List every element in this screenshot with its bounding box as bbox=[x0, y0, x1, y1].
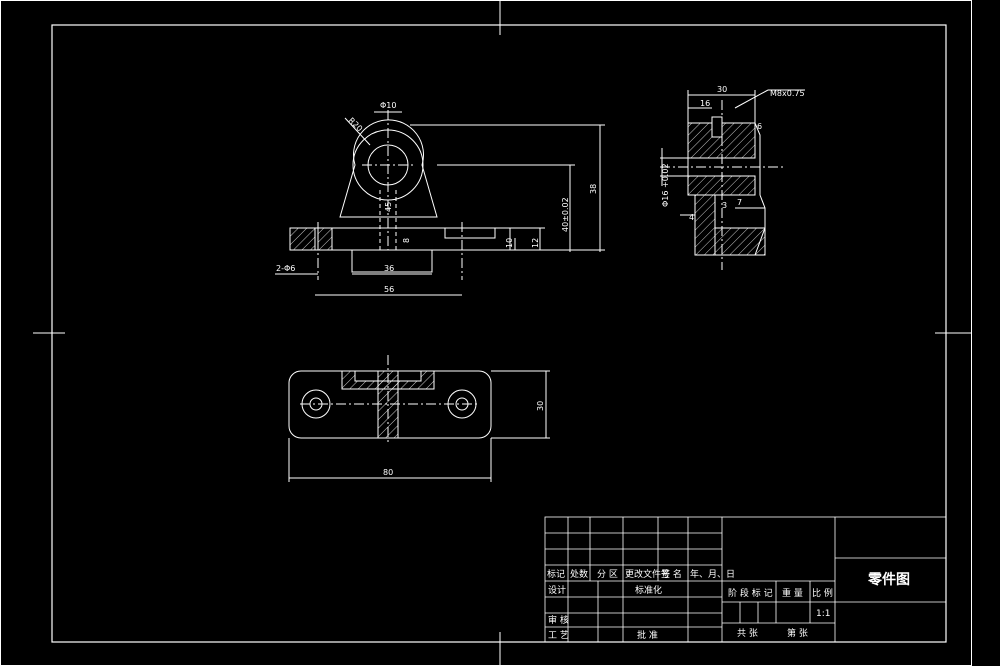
tb-count: 处数 bbox=[570, 568, 588, 580]
dim-small-7: 7 bbox=[737, 198, 742, 207]
dim-base-12: 12 bbox=[531, 238, 540, 248]
title-block-labels: 标记 处数 分 区 更改文件号 签 名 年、月、日 设计 标准化 审 核 工 艺… bbox=[547, 568, 910, 641]
dim-hole-spacing: 56 bbox=[384, 285, 394, 294]
dim-dia-hole: Φ10 bbox=[380, 101, 396, 110]
dim-width-30: 30 bbox=[717, 85, 727, 94]
tb-mark: 标记 bbox=[547, 568, 565, 580]
dim-center-height: 40±0.02 bbox=[561, 197, 570, 232]
top-view bbox=[288, 355, 550, 482]
tb-date: 年、月、日 bbox=[690, 568, 735, 580]
dim-length-80: 80 bbox=[383, 468, 393, 477]
tb-approve: 批 准 bbox=[637, 629, 658, 641]
tb-weight: 重 量 bbox=[782, 587, 803, 599]
dim-small-4: 4 bbox=[689, 213, 694, 222]
tb-total-sheets: 共 张 bbox=[737, 628, 758, 639]
top-view-labels: 30 80 bbox=[383, 401, 545, 477]
front-view bbox=[275, 110, 605, 296]
mount-hole-left-outer bbox=[301, 389, 331, 419]
dim-height-total: 38 bbox=[589, 184, 598, 194]
dim-slot-width: 36 bbox=[384, 264, 394, 273]
tb-review: 审 核 bbox=[548, 614, 569, 626]
dim-depth-30: 30 bbox=[536, 401, 545, 411]
tb-design: 设计 bbox=[548, 584, 566, 596]
tb-zone: 分 区 bbox=[597, 569, 618, 580]
tb-process: 工 艺 bbox=[548, 630, 569, 641]
drawing-title: 零件图 bbox=[867, 571, 910, 588]
dim-radius: R20 bbox=[347, 116, 365, 134]
tb-stage-mark: 阶 段 标 记 bbox=[728, 587, 773, 599]
tb-change-doc: 更改文件号 bbox=[625, 568, 670, 580]
title-block bbox=[544, 516, 947, 643]
dim-base-10: 10 bbox=[505, 238, 514, 248]
mount-hole-right-outer bbox=[447, 389, 477, 419]
dim-small-6: 6 bbox=[757, 122, 762, 131]
dim-thread: M8x0.75 bbox=[770, 89, 805, 98]
dim-bore: Φ16 +0.02 bbox=[661, 163, 670, 207]
dim-center-mark: 45 bbox=[384, 202, 393, 212]
tb-scale: 1:1 bbox=[816, 609, 830, 619]
dim-mounting-holes: 2-Φ6 bbox=[276, 264, 295, 273]
tb-ratio: 比 例 bbox=[812, 587, 833, 599]
sheet-border bbox=[0, 0, 972, 666]
front-view-labels: Φ10 R20 45 8 38 40±0.02 10 12 36 56 2-Φ6 bbox=[276, 101, 598, 294]
tb-sign: 签 名 bbox=[661, 568, 682, 580]
dim-offset-16: 16 bbox=[700, 99, 710, 108]
mount-hole-right-inner bbox=[455, 397, 469, 411]
side-view bbox=[660, 89, 805, 270]
tb-sheet-no: 第 张 bbox=[787, 627, 808, 639]
mount-hole-left-inner bbox=[309, 397, 323, 411]
side-view-labels: 30 16 M8x0.75 Φ16 +0.02 6 7 4 3 bbox=[661, 85, 805, 222]
dim-small-3: 3 bbox=[722, 201, 727, 210]
tb-standardize: 标准化 bbox=[635, 584, 662, 596]
dim-slot-depth: 8 bbox=[402, 238, 411, 243]
